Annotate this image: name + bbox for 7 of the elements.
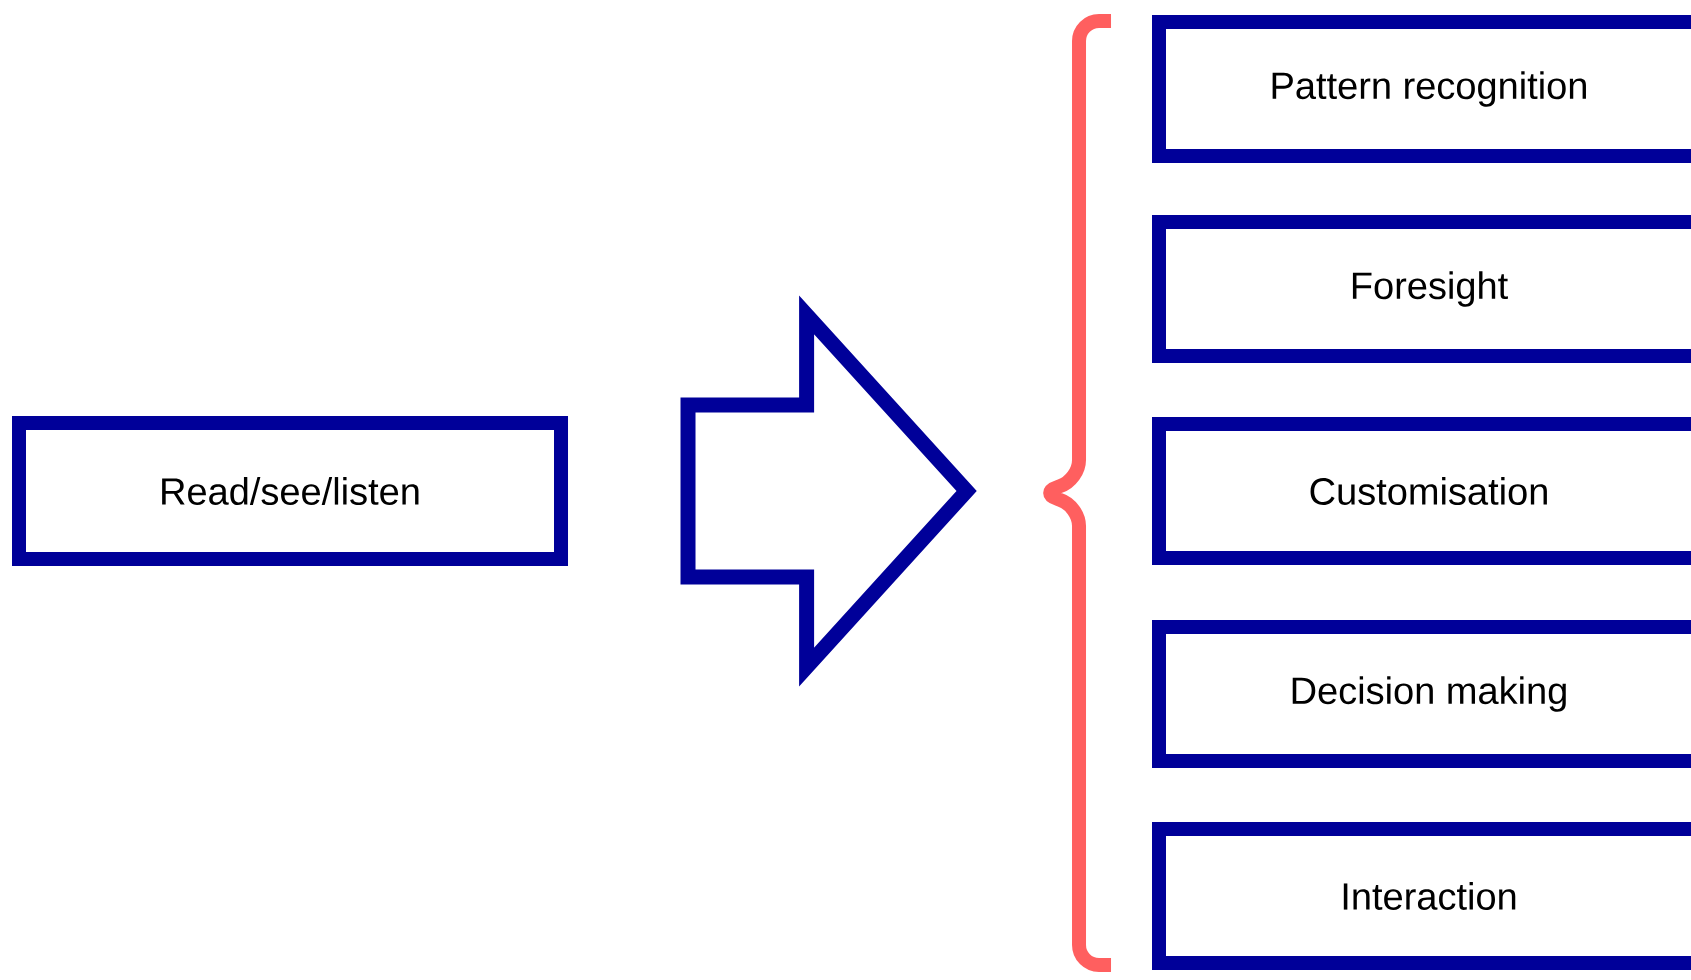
process-box: Pattern recognition — [1152, 15, 1691, 163]
process-box: Customisation — [1152, 417, 1691, 565]
process-box: Read/see/listen — [12, 416, 568, 566]
block-arrow — [680, 295, 977, 687]
process-box: Decision making — [1152, 620, 1691, 768]
process-box: Foresight — [1152, 215, 1691, 363]
process-box: Interaction — [1152, 822, 1691, 970]
